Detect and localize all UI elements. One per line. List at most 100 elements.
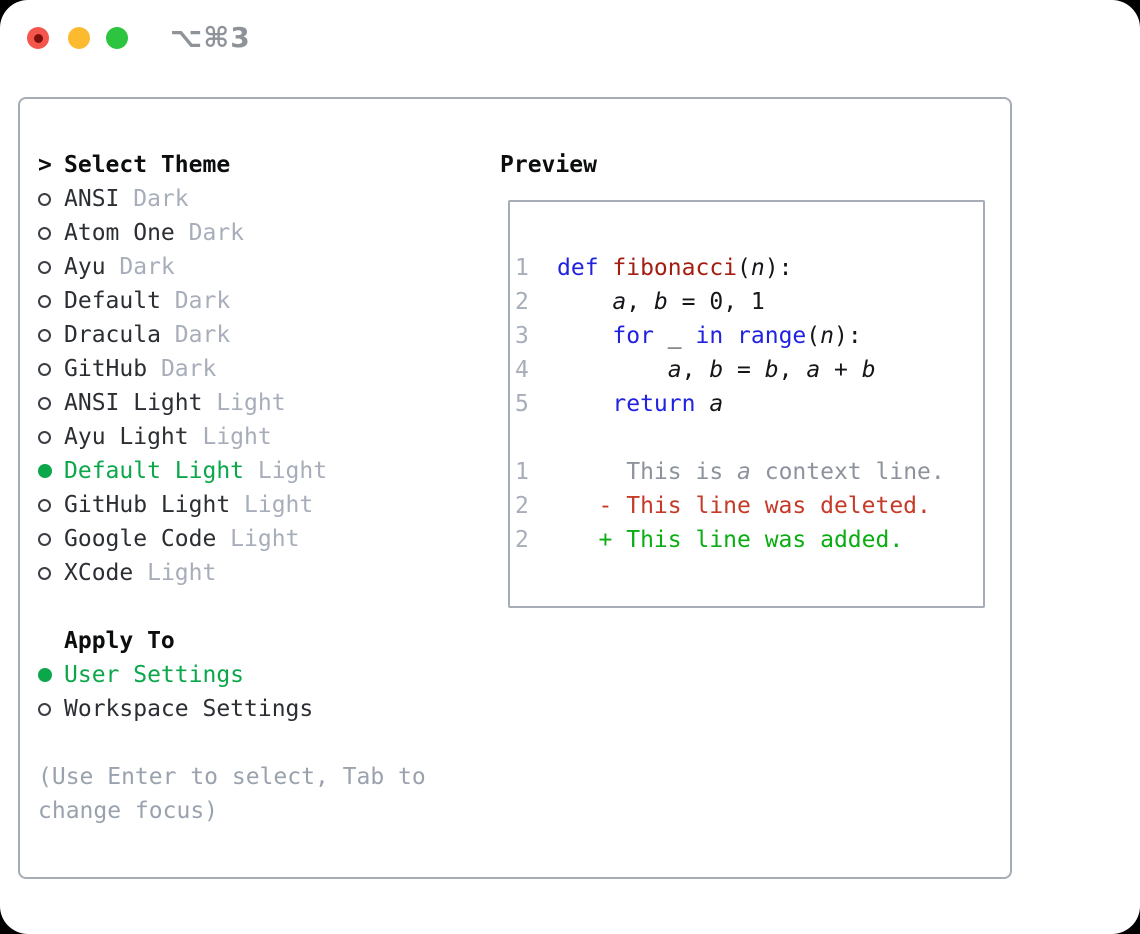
theme-variant-label: Dark xyxy=(147,356,217,382)
theme-name: ANSI Light xyxy=(64,390,203,416)
radio-slot xyxy=(38,556,64,590)
theme-name: Default xyxy=(64,288,161,314)
theme-option-ansi-light-light[interactable]: ANSI Light Light xyxy=(38,386,426,420)
theme-option-xcode-light[interactable]: XCode Light xyxy=(38,556,426,590)
code-token: context line. xyxy=(750,459,945,485)
code-token: a xyxy=(806,357,821,383)
radio-unselected-icon xyxy=(38,396,51,410)
unsaved-dot-icon xyxy=(33,33,43,43)
code-line: 1 This is a context line. xyxy=(510,455,983,489)
code-token: + This line was added. xyxy=(557,527,904,553)
line-content: This is a context line. xyxy=(557,455,945,489)
line-content: + This line was added. xyxy=(557,523,904,557)
line-content: for _ in range(n): xyxy=(557,319,861,353)
code-line: 5 return a xyxy=(510,387,983,421)
theme-variant-label: Dark xyxy=(119,186,189,212)
apply-to-label: Apply To xyxy=(64,628,175,654)
theme-name: Ayu xyxy=(64,254,106,280)
theme-name: Google Code xyxy=(64,526,217,552)
code-line: 2 - This line was deleted. xyxy=(510,489,983,523)
radio-slot xyxy=(38,318,64,352)
code-token: range xyxy=(737,323,807,349)
close-button[interactable] xyxy=(27,27,49,49)
code-token: a xyxy=(612,289,627,315)
theme-variant-label: Light xyxy=(216,526,300,552)
theme-variant-label: Dark xyxy=(160,322,231,348)
theme-name: ANSI xyxy=(64,186,120,212)
radio-slot xyxy=(38,386,64,420)
apply-option-workspace-settings[interactable]: Workspace Settings xyxy=(38,692,426,726)
code-token: b xyxy=(764,357,779,383)
radio-slot xyxy=(38,658,64,692)
spacer-row xyxy=(38,590,426,624)
theme-option-default-light-light[interactable]: Default Light Light xyxy=(38,454,426,488)
line-number: 2 xyxy=(515,527,529,553)
minimize-button[interactable] xyxy=(68,27,90,49)
apply-option-label: User Settings xyxy=(64,662,245,688)
window-title: ⌥⌘3 xyxy=(170,21,251,54)
radio-unselected-icon xyxy=(38,192,51,206)
code-token: a xyxy=(667,357,682,383)
code-token: n xyxy=(820,323,835,349)
code-token xyxy=(557,357,668,383)
help-text-line-2: change focus) xyxy=(38,798,219,824)
radio-unselected-icon xyxy=(38,294,51,308)
theme-option-atom-one-dark[interactable]: Atom One Dark xyxy=(38,216,426,250)
theme-option-github-light-light[interactable]: GitHub Light Light xyxy=(38,488,426,522)
code-token: return xyxy=(612,391,696,417)
theme-option-ayu-dark[interactable]: Ayu Dark xyxy=(38,250,426,284)
blank-line xyxy=(510,421,983,455)
theme-option-default-dark[interactable]: Default Dark xyxy=(38,284,426,318)
code-token: n xyxy=(750,255,765,281)
apply-option-label: Workspace Settings xyxy=(64,696,314,722)
help-text-line-1: (Use Enter to select, Tab to xyxy=(38,764,426,790)
line-number: 1 xyxy=(515,459,529,485)
code-token: - This line was deleted. xyxy=(557,493,931,519)
line-content: def fibonacci(n): xyxy=(557,251,792,285)
code-token: + xyxy=(820,357,862,383)
maximize-button[interactable] xyxy=(106,27,128,49)
line-content: return a xyxy=(557,387,723,421)
line-number: 1 xyxy=(515,255,529,281)
theme-option-dracula-dark[interactable]: Dracula Dark xyxy=(38,318,426,352)
theme-option-ayu-light-light[interactable]: Ayu Light Light xyxy=(38,420,426,454)
code-token: b xyxy=(653,289,668,315)
code-token: def xyxy=(557,255,613,281)
theme-name: XCode xyxy=(64,560,134,586)
theme-variant-label: Light xyxy=(188,424,272,450)
apply-option-user-settings[interactable]: User Settings xyxy=(38,658,426,692)
code-token: b xyxy=(709,357,724,383)
code-token: ( xyxy=(806,323,821,349)
theme-variant-label: Light xyxy=(202,390,286,416)
radio-slot xyxy=(38,454,64,488)
line-number: 4 xyxy=(515,357,529,383)
radio-unselected-icon xyxy=(38,260,51,274)
theme-option-github-dark[interactable]: GitHub Dark xyxy=(38,352,426,386)
code-line: 2 a, b = 0, 1 xyxy=(510,285,983,319)
code-token: fibonacci xyxy=(612,255,738,281)
theme-name: Default Light xyxy=(64,458,245,484)
radio-slot xyxy=(38,692,64,726)
theme-option-google-code-light[interactable]: Google Code Light xyxy=(38,522,426,556)
select-theme-header: >Select Theme xyxy=(38,148,426,182)
theme-variant-label: Light xyxy=(133,560,217,586)
radio-slot xyxy=(38,522,64,556)
code-token xyxy=(723,323,737,349)
line-number: 5 xyxy=(515,391,529,417)
preview-heading: Preview xyxy=(500,152,597,178)
code-token xyxy=(557,391,612,417)
theme-variant-label: Light xyxy=(244,458,328,484)
line-number: 2 xyxy=(515,289,529,315)
line-content: - This line was deleted. xyxy=(557,489,931,523)
code-token: b xyxy=(861,357,876,383)
code-token: ( xyxy=(737,255,751,281)
code-token: a xyxy=(737,459,751,485)
theme-option-ansi-dark[interactable]: ANSI Dark xyxy=(38,182,426,216)
code-token: ): xyxy=(764,255,793,281)
